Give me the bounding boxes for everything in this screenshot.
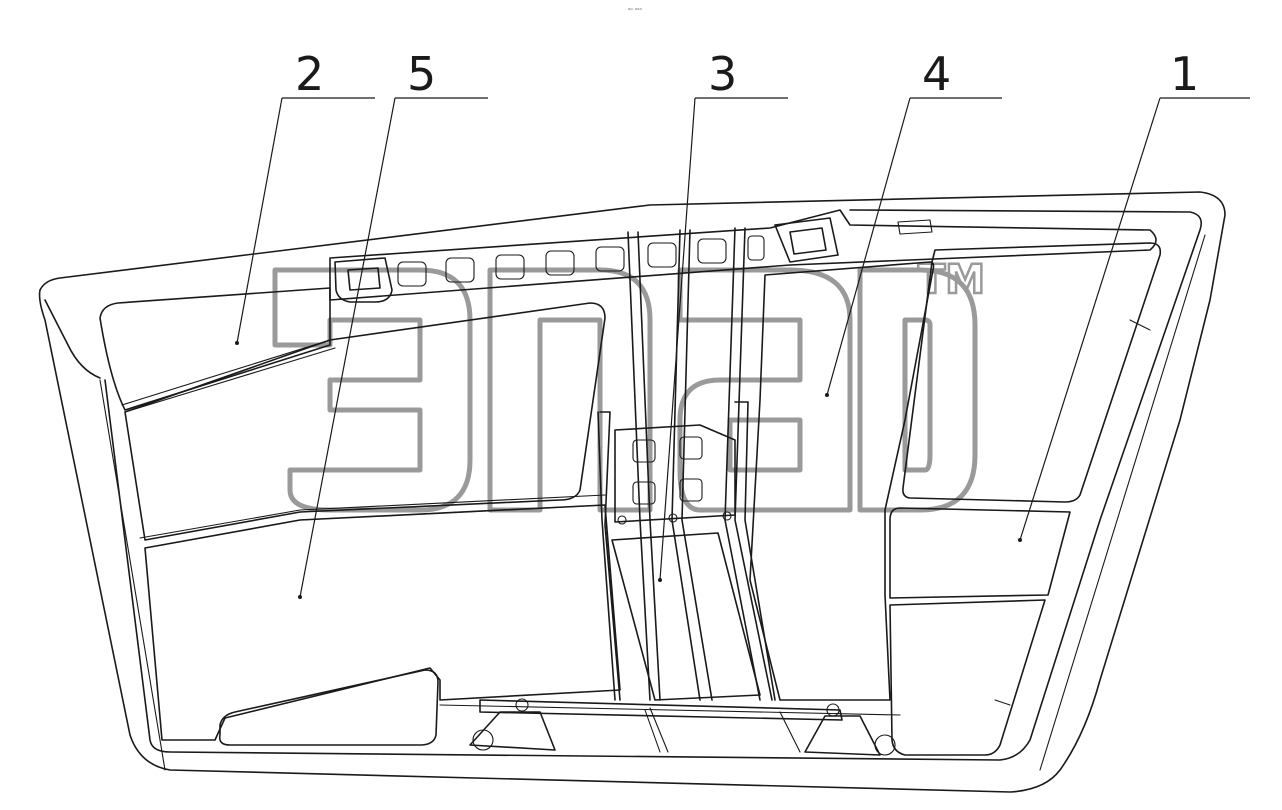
strip-window-7 — [697, 238, 727, 264]
callout-3-number: 3 — [708, 47, 737, 101]
part-2-outline — [99, 287, 331, 411]
callout-5: 5 — [298, 47, 488, 599]
watermark-letter-e — [272, 267, 473, 513]
right-hinge-bolt — [826, 703, 840, 717]
right-hinge-bracket — [804, 715, 881, 756]
callout-2-leader — [236, 97, 283, 344]
part-5-triangle-recess — [218, 669, 439, 746]
strip-window-5 — [595, 246, 625, 272]
frame-mid-rail — [671, 229, 713, 701]
watermark-letter-a — [677, 267, 853, 513]
hinge-plate — [614, 424, 736, 523]
left-hinge-bolt — [515, 698, 529, 712]
bottom-linkage — [439, 698, 901, 756]
strip-outline — [329, 209, 1157, 301]
linkage-cross-1 — [644, 707, 669, 753]
callout-2: 2 — [235, 47, 375, 345]
callout-4: 4 — [825, 47, 1002, 397]
part-3-center-frame — [597, 227, 776, 701]
strip-window-1 — [397, 261, 427, 287]
rivet-2 — [668, 513, 678, 523]
callout-4-leader — [826, 97, 911, 396]
rivet-1 — [617, 515, 627, 525]
left-edge-line — [99, 379, 166, 771]
strip-window-2 — [445, 257, 475, 283]
part-2-seal-edge — [121, 339, 336, 413]
watermark-letter-d — [857, 267, 978, 513]
hinge-slot-2 — [679, 436, 703, 460]
callout-2-dot — [235, 341, 239, 345]
clip-right — [774, 217, 839, 263]
watermark-logo: TM — [272, 256, 986, 513]
callout-1-number: 1 — [1170, 47, 1199, 101]
right-hinge-eye — [874, 734, 896, 756]
part-1-lower-pad — [889, 599, 1046, 756]
part-5-left-section — [124, 302, 621, 746]
top-mounting-strip — [329, 209, 1157, 303]
frame-left-bracket — [597, 411, 621, 701]
callout-5-number: 5 — [407, 47, 436, 101]
part-2-upper-left-panel — [99, 287, 336, 413]
outer-contour — [38, 191, 1226, 793]
part-1-middle-pad — [889, 507, 1071, 599]
clip-left — [334, 257, 393, 303]
strip-window-6 — [647, 242, 677, 268]
callout-3-leader — [659, 97, 696, 581]
strip-window-4 — [545, 250, 575, 276]
part-1-right-section — [889, 242, 1162, 756]
callout-4-number: 4 — [922, 47, 951, 101]
hinge-slot-3 — [632, 481, 656, 505]
callout-1-dot — [1018, 538, 1022, 542]
strip-window-8 — [747, 235, 765, 261]
inner-contour — [104, 209, 1203, 761]
callout-5-dot — [298, 595, 302, 599]
part-1-edge-notch — [994, 319, 1151, 706]
callout-2-number: 2 — [295, 47, 324, 101]
linkage-bar — [479, 699, 843, 721]
strip-window-3 — [495, 254, 525, 280]
hinge-slot-4 — [679, 478, 703, 502]
header-mark: ᵃᵖ ᵃᵃᵃ — [628, 7, 642, 14]
part-5-upper-outline — [124, 302, 606, 541]
left-hinge-eye — [472, 729, 494, 751]
callout-3: 3 — [658, 47, 788, 582]
left-hinge-bracket — [469, 711, 556, 751]
hinge-slot-1 — [632, 439, 656, 463]
callout-4-dot — [825, 393, 829, 397]
linkage-cross-2 — [779, 711, 801, 753]
panel-outer-shell — [38, 191, 1226, 793]
strip-tab — [897, 219, 933, 235]
part-3-panel — [611, 532, 761, 701]
callout-3-dot — [658, 578, 662, 582]
frame-right-bracket — [734, 401, 776, 701]
inner-rim — [44, 299, 101, 379]
part-5-lower-outline — [144, 504, 621, 741]
callout-1: 1 — [1018, 47, 1250, 542]
callout-5-leader — [299, 97, 396, 598]
right-edge-line — [1039, 234, 1206, 771]
callout-1-leader — [1019, 97, 1161, 541]
rivet-3 — [722, 511, 732, 521]
part-1-upper-window — [902, 242, 1162, 503]
